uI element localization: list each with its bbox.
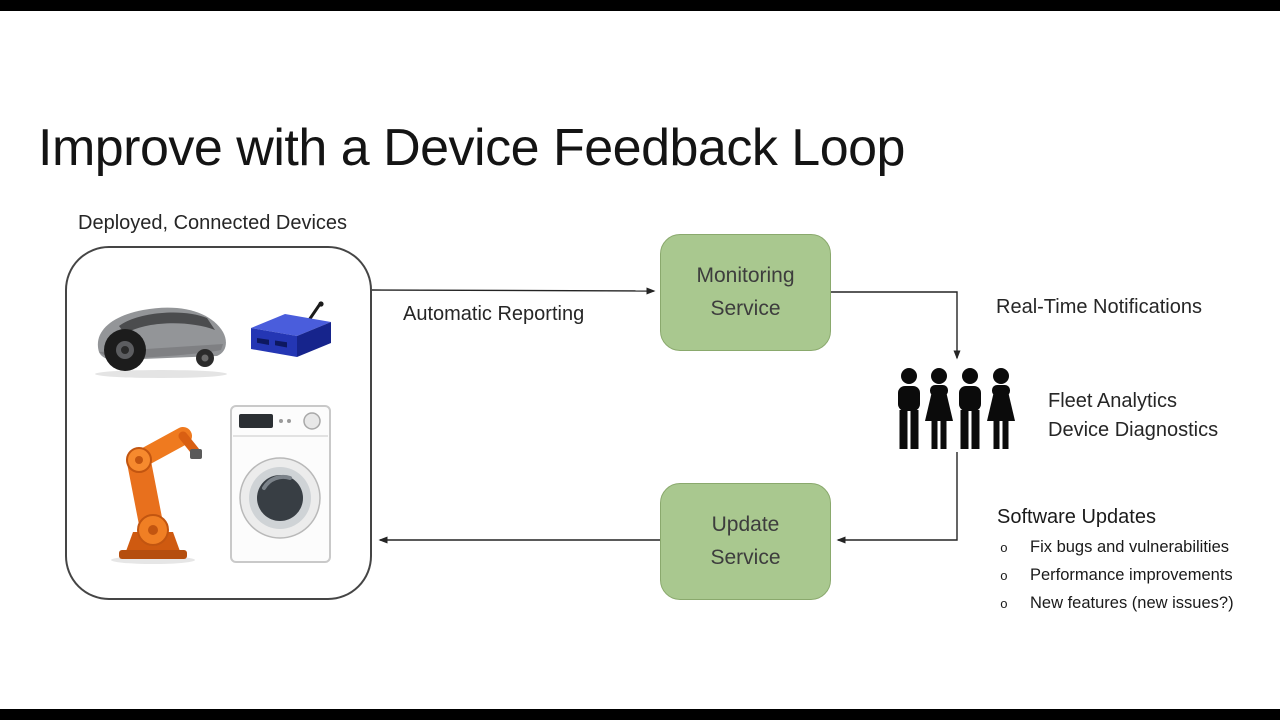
list-item: o Fix bugs and vulnerabilities xyxy=(1000,534,1234,562)
devices-group-box xyxy=(65,246,372,600)
update-service-label-line1: Update xyxy=(711,512,780,536)
update-service-label-line2: Service xyxy=(710,545,781,569)
letterbox-bottom xyxy=(0,709,1280,720)
robotic-lawn-mower-icon xyxy=(95,307,227,378)
list-item: o New features (new issues?) xyxy=(1000,590,1234,618)
software-updates-title: Software Updates xyxy=(997,506,1156,528)
industrial-robot-arm-icon xyxy=(111,427,202,564)
slide-title: Improve with a Device Feedback Loop xyxy=(38,119,905,177)
arrow-people-to-update xyxy=(836,452,958,544)
monitoring-service-label-line2: Service xyxy=(710,296,781,320)
washing-machine-image xyxy=(229,402,332,566)
bullet-marker: o xyxy=(1000,541,1008,556)
people-group-icon xyxy=(898,368,1015,449)
letterbox-top xyxy=(0,0,1280,11)
robotic-lawn-mower-image xyxy=(85,288,237,380)
iot-gateway-icon xyxy=(251,301,331,357)
iot-gateway-image xyxy=(243,300,337,360)
bullet-text-performance: Performance improvements xyxy=(1030,566,1233,584)
real-time-notifications-label: Real-Time Notifications xyxy=(996,296,1202,318)
list-item: o Performance improvements xyxy=(1000,562,1234,590)
bullet-text-new-features: New features (new issues?) xyxy=(1030,594,1234,612)
industrial-robot-arm-image xyxy=(103,396,205,566)
arrow-devices-to-monitoring xyxy=(371,287,656,295)
fleet-analytics-label: Fleet Analytics xyxy=(1048,390,1177,412)
bullet-text-fix-bugs: Fix bugs and vulnerabilities xyxy=(1030,538,1230,556)
bullet-marker: o xyxy=(1000,597,1008,612)
washing-machine-icon xyxy=(230,405,331,563)
analytics-labels: Fleet Analytics Device Diagnostics xyxy=(1048,387,1218,445)
people-group xyxy=(893,366,1017,452)
devices-group-label: Deployed, Connected Devices xyxy=(78,212,348,234)
monitoring-service-node: Monitoring Service xyxy=(660,234,831,351)
arrow-monitoring-to-people xyxy=(831,291,961,360)
bullet-marker: o xyxy=(1000,569,1008,584)
monitoring-service-label-line1: Monitoring xyxy=(696,263,795,287)
software-updates-list: o Fix bugs and vulnerabilities o Perform… xyxy=(1000,534,1234,618)
automatic-reporting-label: Automatic Reporting xyxy=(403,303,585,325)
device-diagnostics-label: Device Diagnostics xyxy=(1048,419,1219,441)
update-service-node: Update Service xyxy=(660,483,831,600)
